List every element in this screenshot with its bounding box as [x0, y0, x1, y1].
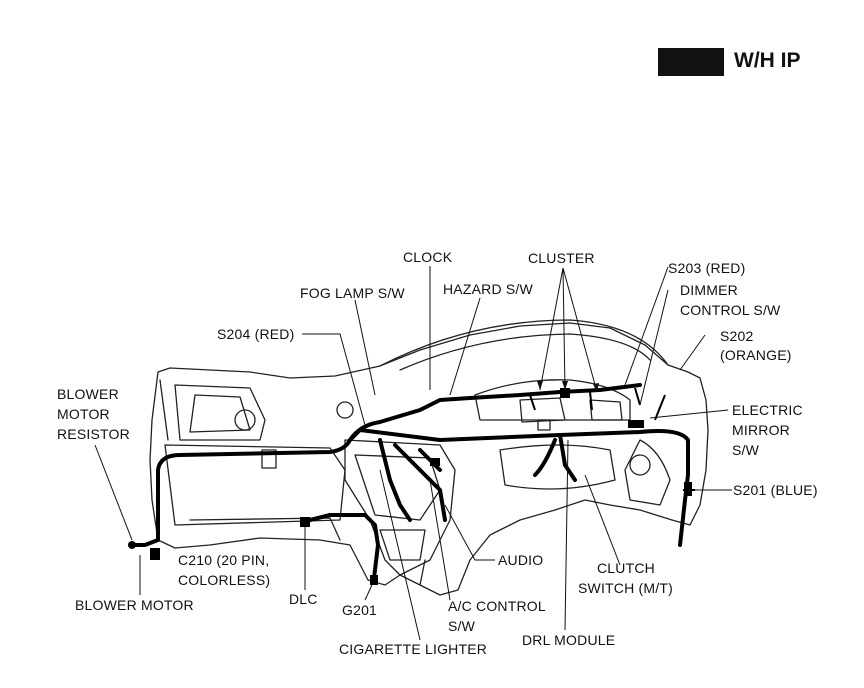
leader-clutch — [584, 474, 621, 566]
label-g201: G201 — [342, 602, 378, 618]
label-s201: S201 (BLUE) — [733, 482, 818, 498]
leader-ac — [429, 479, 451, 601]
dlc-connector — [300, 517, 310, 527]
leader-blower-res — [94, 444, 133, 541]
label-audio: AUDIO — [498, 552, 544, 568]
mirror-connector — [628, 420, 644, 428]
harness-center-drop — [378, 438, 412, 522]
leader-audio — [444, 504, 495, 561]
cluster-hood — [474, 379, 631, 421]
leader-drl — [564, 439, 569, 631]
label-blower-res-2: MOTOR — [57, 406, 110, 422]
label-fog-lamp-sw: FOG LAMP S/W — [300, 285, 405, 301]
harness-upper — [348, 383, 642, 442]
label-blower-motor: BLOWER MOTOR — [75, 597, 194, 613]
label-ac-2: S/W — [448, 618, 476, 634]
label-clock: CLOCK — [403, 249, 453, 265]
label-mirror-1: ELECTRIC — [732, 402, 803, 418]
s201-connector — [684, 482, 692, 496]
label-blower-res-3: RESISTOR — [57, 426, 130, 442]
center-stack — [344, 439, 456, 576]
label-drl-module: DRL MODULE — [522, 632, 616, 648]
leader-cluster-c — [562, 267, 598, 393]
leader-mirror — [649, 409, 729, 419]
label-dlc: DLC — [289, 591, 318, 607]
label-s204: S204 (RED) — [217, 326, 295, 342]
label-dimmer-1: DIMMER — [680, 282, 738, 298]
leader-cluster-a — [539, 267, 564, 391]
label-dimmer-2: CONTROL S/W — [680, 302, 781, 318]
leader-cluster-b — [562, 267, 566, 391]
label-cigarette-lighter: CIGARETTE LIGHTER — [339, 641, 488, 657]
leader-s203 — [624, 266, 669, 386]
c210-connector — [150, 548, 160, 560]
label-s203: S203 (RED) — [668, 260, 746, 276]
leader-s204 — [302, 333, 366, 426]
label-mirror-3: S/W — [732, 442, 760, 458]
leader-hazard — [449, 297, 481, 396]
label-clutch-2: SWITCH (M/T) — [578, 580, 673, 596]
label-mirror-2: MIRROR — [732, 422, 790, 438]
label-clutch-1: CLUTCH — [597, 560, 655, 576]
label-hazard-sw: HAZARD S/W — [443, 281, 533, 297]
label-s202-2: (ORANGE) — [720, 347, 792, 363]
label-ac-1: A/C CONTROL — [448, 598, 546, 614]
dashboard-outline — [149, 322, 709, 596]
g201-connector — [370, 575, 378, 585]
harness-main — [156, 428, 690, 547]
dashboard-top-curve — [379, 319, 669, 367]
leader-s202 — [679, 334, 706, 371]
label-cluster: CLUSTER — [528, 250, 595, 266]
leader-dimmer — [639, 289, 669, 406]
page-title: W/H IP — [734, 49, 801, 72]
label-blower-res-1: BLOWER — [57, 386, 119, 402]
leader-g201 — [364, 584, 373, 601]
harness-lower-left — [308, 513, 380, 580]
label-s202-1: S202 — [720, 328, 754, 344]
label-c210-2: COLORLESS) — [178, 572, 271, 588]
label-c210-1: C210 (20 PIN, — [178, 552, 270, 568]
leader-fog — [354, 299, 376, 396]
title-badge — [658, 48, 724, 76]
leader-cig — [379, 469, 421, 641]
